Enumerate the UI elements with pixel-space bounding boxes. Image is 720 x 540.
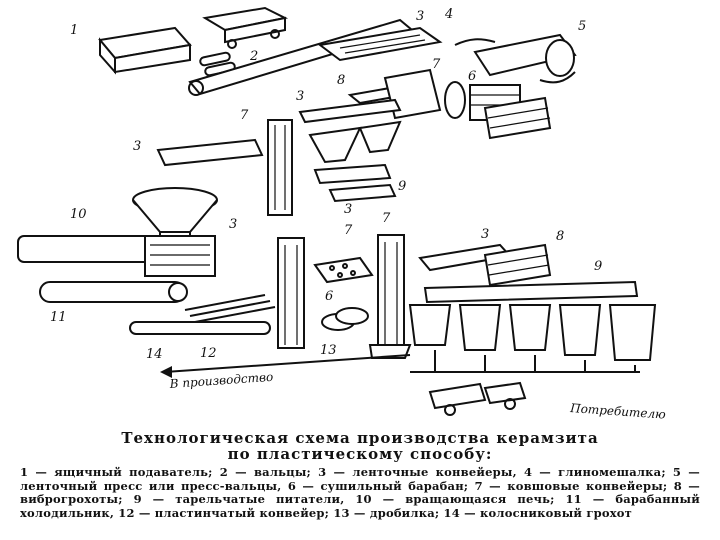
crusher-13 <box>322 308 368 330</box>
callout-9b: 9 <box>594 259 602 274</box>
callout-6: 6 <box>468 69 476 84</box>
callout-4: 4 <box>444 7 453 22</box>
callout-3d: 3 <box>344 202 352 217</box>
callout-7a: 7 <box>432 57 441 72</box>
caption-legend: 1 — ящичный подаватель; 2 — вальцы; 3 — … <box>20 466 700 520</box>
callout-5: 5 <box>578 19 586 34</box>
callout-8a: 8 <box>337 73 345 88</box>
rotary-kiln-10 <box>18 236 215 276</box>
callout-10: 10 <box>70 207 87 222</box>
callout-3b: 3 <box>296 89 304 104</box>
caption-title: Технологическая схема производства керам… <box>20 430 700 446</box>
grate-screen-14 <box>185 295 275 322</box>
belt-conveyor-left <box>158 140 262 165</box>
callout-2: 2 <box>249 49 258 64</box>
bucket-elevator-7-centre <box>278 238 304 348</box>
discharge-arrows <box>435 350 635 372</box>
process-diagram: 1 2 3 4 5 6 7 8 3 7 3 9 3 10 3 11 7 7 3 … <box>0 0 720 420</box>
callout-1: 1 <box>70 23 78 38</box>
belt-conveyor-mid <box>300 100 400 122</box>
callout-6b: 6 <box>325 289 333 304</box>
callout-11: 11 <box>50 310 67 325</box>
callout-3a: 3 <box>416 9 424 24</box>
belt-conveyor-silos <box>425 282 637 302</box>
callout-7d: 7 <box>382 211 391 226</box>
label-to-production: В производство <box>168 370 273 391</box>
plate-conveyor-12 <box>130 322 270 334</box>
callout-7b: 7 <box>240 108 249 123</box>
vibro-screen-6 <box>315 258 372 282</box>
drum-cooler-11 <box>40 282 187 302</box>
callout-14: 14 <box>146 347 163 362</box>
label-to-consumers: Потребителю <box>569 401 667 420</box>
callout-3e: 3 <box>229 217 237 232</box>
callout-9: 9 <box>398 179 406 194</box>
storage-silos <box>410 305 655 360</box>
figure-caption: Технологическая схема производства керам… <box>20 430 700 520</box>
dump-truck <box>430 383 525 415</box>
callout-13: 13 <box>320 343 337 358</box>
plate-feeders-9 <box>315 165 395 201</box>
box-feeder-1 <box>100 28 190 72</box>
callout-8b: 8 <box>556 229 564 244</box>
callout-12: 12 <box>200 346 217 361</box>
callout-7c: 7 <box>344 223 353 238</box>
caption-subtitle: по пластическому способу: <box>20 446 700 462</box>
callout-3c: 3 <box>133 139 141 154</box>
hoppers-mid <box>310 122 400 162</box>
bucket-elevator-7-right <box>370 235 410 358</box>
callout-3f: 3 <box>481 227 489 242</box>
rail-wagon <box>205 8 285 48</box>
bucket-elevator-7-left <box>268 120 292 215</box>
